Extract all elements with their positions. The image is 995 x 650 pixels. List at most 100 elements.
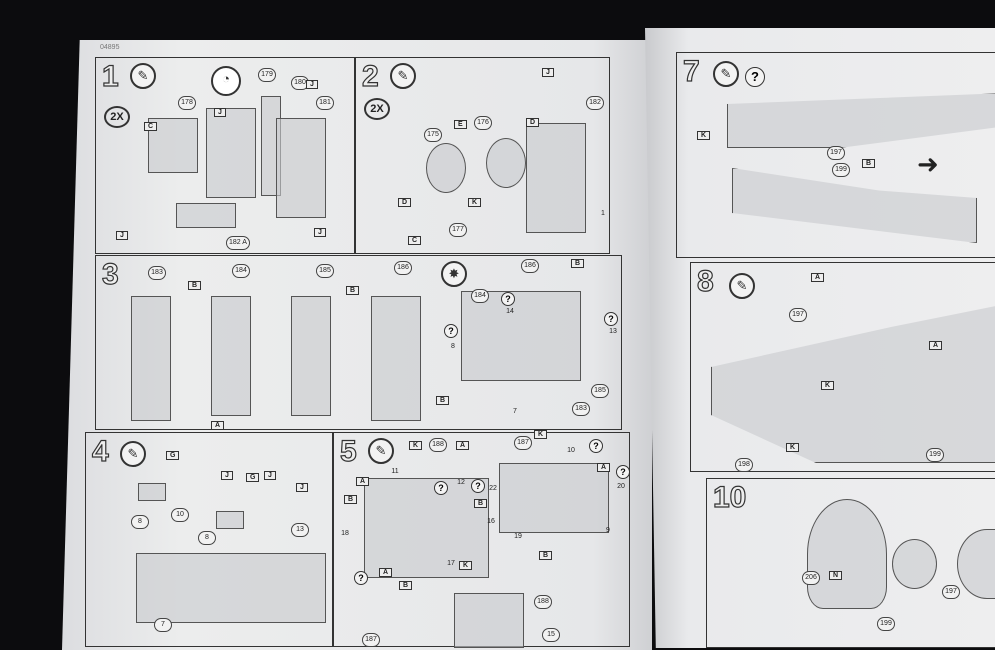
flag-label: J <box>264 471 276 480</box>
part-label: 188 <box>534 595 552 609</box>
step-number: 7 <box>682 55 700 88</box>
flag-label: B <box>346 286 360 295</box>
part-label: 198 <box>735 458 753 472</box>
fuselage-half <box>732 168 977 243</box>
part-label: 22 <box>489 485 497 492</box>
part-label: 197 <box>942 585 960 599</box>
step-1-panel: 1 ✎ 2X ◔ 178 179 180 181 182 A C J J J J <box>95 57 355 254</box>
question-icon: ? <box>604 312 618 326</box>
instrument-panel <box>499 463 609 533</box>
part-label: 178 <box>178 96 196 110</box>
part-label: 10 <box>171 508 189 522</box>
part-label: 199 <box>926 448 944 462</box>
flag-label: C <box>408 236 422 245</box>
part-label: 177 <box>449 223 467 237</box>
headrest-part <box>486 138 526 188</box>
question-icon: ? <box>354 571 368 585</box>
part-label: 186 <box>521 259 539 273</box>
step-7-panel: 7 ✎ ? ➜ 197 199 K B <box>676 52 995 258</box>
flag-label: G <box>166 451 180 460</box>
part-label: 199 <box>877 617 895 631</box>
flag-label: A <box>456 441 470 450</box>
fuselage-assembly <box>711 303 995 463</box>
part-label: 182 <box>586 96 604 110</box>
part-label: 206 <box>802 571 820 585</box>
seat-part <box>276 118 326 218</box>
question-icon: ? <box>745 67 765 87</box>
glue-tube-icon: ✎ <box>130 63 156 89</box>
step-number: 1 <box>101 60 119 93</box>
part-label: 179 <box>258 68 276 82</box>
part-label: 197 <box>789 308 807 322</box>
cockpit-tub <box>461 291 581 381</box>
step-number: 4 <box>91 435 109 468</box>
part-label: 10 <box>567 447 575 454</box>
nose-ring-part <box>892 539 937 589</box>
part-label: 187 <box>514 436 532 450</box>
seat-part <box>176 203 236 228</box>
paint-icon: ✸ <box>441 261 467 287</box>
flag-label: A <box>379 568 393 577</box>
part-label: 16 <box>487 518 495 525</box>
flag-label: J <box>116 231 128 240</box>
flag-label: B <box>188 281 202 290</box>
seat-cushion <box>138 483 166 501</box>
flag-label: J <box>542 68 554 77</box>
flag-label: D <box>526 118 540 127</box>
instrument-panel-part <box>291 296 331 416</box>
part-label: 8 <box>131 515 149 529</box>
flag-label: B <box>571 259 585 268</box>
arrow-right-icon: ➜ <box>917 149 939 179</box>
question-icon: ? <box>501 292 515 306</box>
flag-label: J <box>221 471 233 480</box>
flag-label: J <box>306 80 318 89</box>
cockpit-coaming <box>454 593 524 648</box>
part-label: 7 <box>513 408 517 415</box>
part-label: 13 <box>609 328 617 335</box>
flag-label: A <box>811 273 825 282</box>
multiplier: 2X <box>364 98 390 120</box>
part-label: 184 <box>471 289 489 303</box>
part-label: 186 <box>394 261 412 275</box>
part-label: 7 <box>154 618 172 632</box>
part-label: 11 <box>391 468 399 475</box>
glue-tube-icon: ✎ <box>390 63 416 89</box>
flag-label: D <box>398 198 412 207</box>
step-2-panel: 2 ✎ 2X 175 176 177 182 1 J E D D C K <box>355 57 610 254</box>
question-icon: ? <box>444 324 458 338</box>
part-label: 197 <box>827 146 845 160</box>
flag-label: K <box>409 441 423 450</box>
part-label: 183 <box>572 402 590 416</box>
flag-label: B <box>344 495 358 504</box>
flag-label: J <box>314 228 326 237</box>
flag-label: B <box>474 499 488 508</box>
flag-label: K <box>821 381 835 390</box>
instrument-panel-part <box>211 296 251 416</box>
flag-label: K <box>786 443 800 452</box>
flag-label: A <box>597 463 611 472</box>
step-number: 10 <box>712 481 747 514</box>
headrest-part <box>426 143 466 193</box>
seat-part <box>206 108 256 198</box>
flag-label: A <box>356 477 370 486</box>
flag-label: A <box>929 341 943 350</box>
flag-label: J <box>296 483 308 492</box>
flag-label: N <box>829 571 843 580</box>
part-label: 15 <box>542 628 560 642</box>
question-icon: ? <box>434 481 448 495</box>
part-label: 185 <box>316 264 334 278</box>
flag-label: E <box>454 120 467 129</box>
part-label: 9 <box>606 527 610 534</box>
step-3-panel: 3 ✸ 183 184 185 186 186 184 14 8 7 13 18… <box>95 255 622 430</box>
fuselage-half <box>727 93 995 148</box>
paint-icon: ✎ <box>368 438 394 464</box>
part-label: 8 <box>451 343 455 350</box>
part-label: 183 <box>148 266 166 280</box>
flag-label: A <box>211 421 225 430</box>
step-4-panel: 4 ✎ 8 10 8 13 7 G J G J J <box>85 432 333 647</box>
part-label: 175 <box>424 128 442 142</box>
flag-label: K <box>697 131 711 140</box>
glue-tube-icon: ✎ <box>729 273 755 299</box>
part-label: 14 <box>506 308 514 315</box>
instrument-panel-part <box>131 296 171 421</box>
